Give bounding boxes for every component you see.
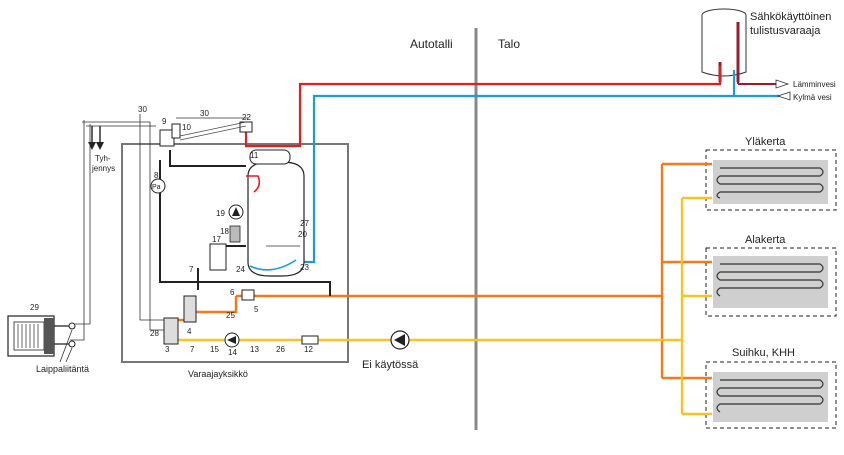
valve-12 <box>301 335 319 345</box>
cold-pipe <box>300 70 736 264</box>
hot-water-label: Lämminvesi <box>793 80 836 89</box>
garage-label: Autotalli <box>410 37 453 51</box>
num-7b: 7 <box>190 345 195 354</box>
heater-label-line2: tulistusvaraaja <box>750 25 821 37</box>
num-6: 6 <box>230 288 235 297</box>
not-in-use-label: Ei käytössä <box>362 359 419 371</box>
drain-label-line1: Tyh- <box>95 154 111 163</box>
superheater-tank <box>701 8 747 82</box>
num-4: 4 <box>187 327 192 336</box>
component-10 <box>171 123 181 139</box>
num-19: 19 <box>216 209 225 218</box>
num-24: 24 <box>236 265 245 274</box>
pressure-gauge-icon <box>150 178 166 194</box>
heat-exchanger-3 <box>163 317 179 345</box>
unit-label: Varaajayksikkö <box>188 369 248 379</box>
storage-tank <box>246 149 305 277</box>
num-9: 9 <box>162 117 167 126</box>
zone-upper <box>705 149 837 211</box>
num-22: 22 <box>242 113 251 122</box>
valve-5 <box>241 289 255 301</box>
cold-water-arrow-icon <box>776 91 791 101</box>
valve-17 <box>209 243 227 271</box>
num-18: 18 <box>220 227 229 236</box>
num-8: 8 <box>154 171 159 180</box>
num-23: 23 <box>300 263 309 272</box>
num-27: 27 <box>300 219 309 228</box>
num-30b: 30 <box>200 109 209 118</box>
num-20: 20 <box>298 230 307 239</box>
bathroom-label: Suihku, KHH <box>732 347 795 359</box>
num-12: 12 <box>304 345 313 354</box>
num-17: 17 <box>212 235 221 244</box>
num-3: 3 <box>165 345 170 354</box>
outdoor-unit-29 <box>7 315 55 357</box>
hot-water-arrow-icon <box>775 79 790 89</box>
num-14: 14 <box>228 348 237 357</box>
cold-water-label: Kylmä vesi <box>793 93 832 102</box>
filter-18 <box>229 225 241 243</box>
num-13: 13 <box>250 345 259 354</box>
pump-19-icon <box>228 204 244 220</box>
heater-label-line1: Sähkökäyttöinen <box>750 11 831 23</box>
lower-floor-label: Alakerta <box>745 234 786 246</box>
num-15: 15 <box>210 345 219 354</box>
num-11: 11 <box>250 151 259 160</box>
num-29: 29 <box>30 303 39 312</box>
zone-bathroom <box>705 361 837 429</box>
num-30a: 30 <box>138 105 147 114</box>
drain-label-line2: jennys <box>91 164 115 173</box>
upper-floor-label: Yläkerta <box>745 136 786 148</box>
flange-label: Laippaliitäntä <box>36 364 89 374</box>
pressure-gauge-label: Pa <box>152 184 161 191</box>
house-label: Talo <box>498 37 520 51</box>
unit-frame <box>121 143 349 363</box>
num-25: 25 <box>226 311 235 320</box>
num-26: 26 <box>276 345 285 354</box>
heat-exchanger-4 <box>183 295 197 323</box>
num-7a: 7 <box>189 265 194 274</box>
pump-14-icon <box>224 332 240 348</box>
num-10: 10 <box>182 123 191 132</box>
num-5: 5 <box>254 305 259 314</box>
num-28: 28 <box>150 329 159 338</box>
zone-lower <box>705 247 837 317</box>
flange-icon <box>68 322 76 330</box>
hot-pipe <box>244 66 722 148</box>
unused-pump-icon <box>390 330 410 350</box>
